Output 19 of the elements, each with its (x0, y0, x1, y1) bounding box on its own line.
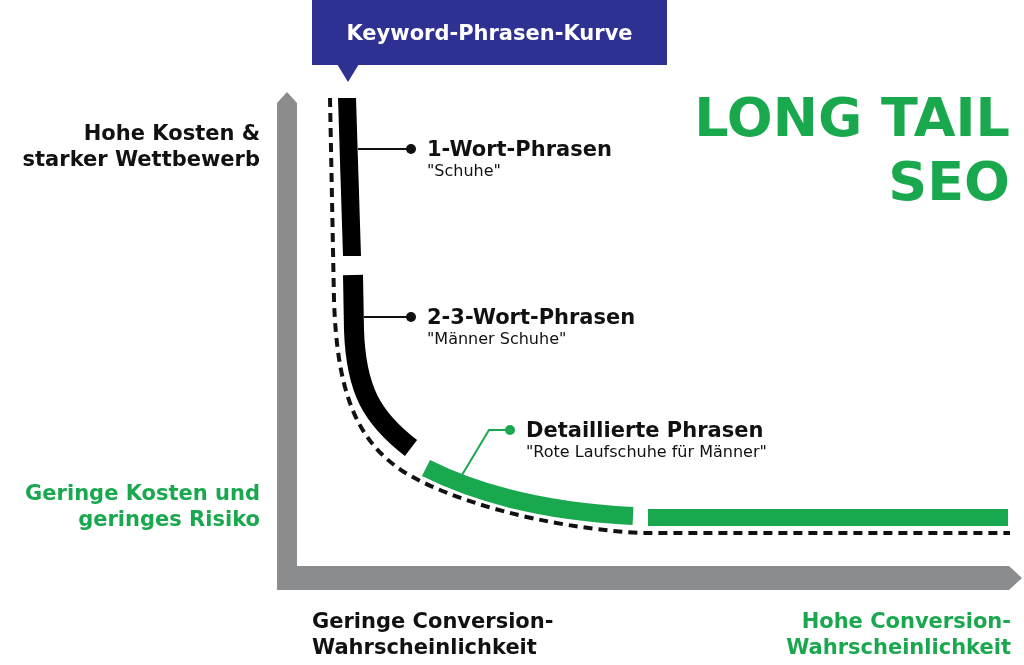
curve-segment (341, 274, 420, 458)
example-phrase: "Schuhe" (427, 161, 502, 181)
curve-segment (647, 508, 1009, 527)
axis-label: Geringe Kosten und geringes Risiko (24, 480, 260, 532)
axis-label: Hohe Kosten & starker Wettbewerb (21, 120, 260, 172)
phrase-heading: Detaillierte Phrasen (526, 418, 765, 442)
example-phrase: "Männer Schuhe" (427, 329, 568, 349)
curve-segment (337, 97, 363, 257)
leader-line (461, 425, 515, 476)
leader-line (363, 312, 416, 322)
axis-label: Hohe Conversion-Wahrscheinlichkeit (785, 608, 1011, 660)
callout-title: Keyword-Phrasen-Kurve (346, 19, 633, 46)
example-phrase: "Rote Laufschuhe für Männer" (526, 442, 767, 462)
curve-segment (420, 458, 635, 527)
phrase-heading: 1-Wort-Phrasen (427, 137, 612, 161)
axis-label: Geringe Conversion-Wahrscheinlichkeit (312, 608, 555, 660)
leader-line (357, 144, 416, 154)
phrase-heading: 2-3-Wort-Phrasen (427, 305, 636, 329)
chart-title: LONG TAIL SEO (693, 86, 1010, 214)
